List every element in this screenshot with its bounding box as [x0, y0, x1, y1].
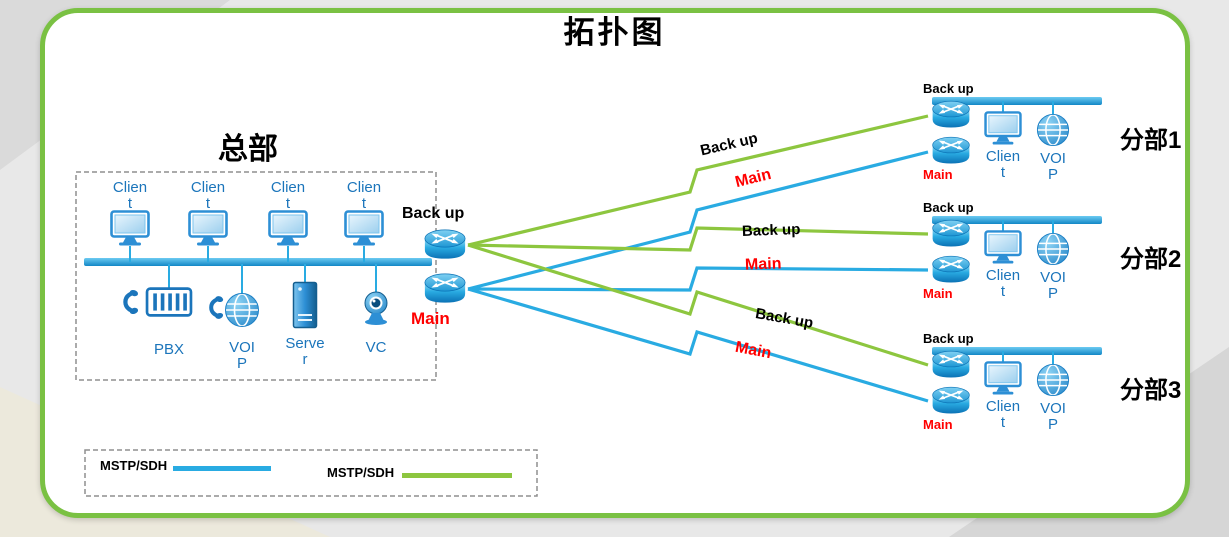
link-main-branch2 — [467, 266, 929, 292]
link2-backup-label: Back up — [741, 220, 801, 241]
hq-title: 总部 — [218, 133, 278, 166]
branch1-main-router-icon — [931, 136, 971, 165]
link-main-branch1 — [467, 150, 929, 291]
hq-client-label-2: Clien t — [190, 179, 226, 213]
hq-client-icon-4 — [344, 210, 384, 246]
link-backup-branch3 — [467, 243, 929, 367]
branch1-backup-router-icon — [931, 100, 971, 129]
branch2-backup-label: Back up — [923, 200, 974, 215]
pbx-icon — [147, 289, 191, 316]
hq-main-router-icon — [423, 272, 467, 304]
branch3-client-icon — [984, 361, 1022, 395]
branch2-client-icon — [984, 230, 1022, 264]
branch-drop-lines — [1002, 101, 1054, 365]
branch2-backup-router-icon — [931, 219, 971, 248]
hq-voip-globe-icon — [224, 292, 260, 328]
branch1-voip-label: VOI P — [1040, 150, 1066, 184]
hq-lan-bus — [84, 258, 432, 266]
branch2-main-router-icon — [931, 255, 971, 284]
branch3-main-label: Main — [923, 417, 953, 432]
legend-blue-swatch — [173, 466, 271, 471]
branch3-voip-icon — [1036, 363, 1070, 397]
branch3-name: 分部3 — [1120, 377, 1182, 404]
hq-client-icon-2 — [188, 210, 228, 246]
branch1-voip-icon — [1036, 113, 1070, 147]
branch3-main-router-icon — [931, 386, 971, 415]
hq-client-label-3: Clien t — [270, 179, 306, 213]
branch1-client-label: Clien t — [985, 148, 1021, 182]
branch2-main-label: Main — [923, 286, 953, 301]
link-backup-branch2 — [467, 226, 929, 252]
legend-box — [84, 449, 538, 497]
hq-client-icon-1 — [110, 210, 150, 246]
branch1-lan-bus — [932, 97, 1102, 105]
hq-client-label-4: Clien t — [346, 179, 382, 213]
branch3-voip-label: VOI P — [1040, 400, 1066, 434]
branch2-voip-icon — [1036, 232, 1070, 266]
legend-green-swatch — [402, 473, 512, 478]
branch3-client-label: Clien t — [985, 398, 1021, 432]
hq-client-icon-3 — [268, 210, 308, 246]
server-icon — [292, 281, 318, 329]
hq-main-label: Main — [411, 309, 450, 328]
branch1-name: 分部1 — [1120, 127, 1182, 154]
legend-mstp-blue-label: MSTP/SDH — [100, 458, 168, 473]
pbx-handset-icon — [125, 289, 138, 315]
branch1-client-icon — [984, 111, 1022, 145]
branch3-lan-bus — [932, 347, 1102, 355]
hq-client-label-1: Clien t — [112, 179, 148, 213]
branch3-backup-router-icon — [931, 350, 971, 379]
branch1-backup-label: Back up — [923, 81, 974, 96]
link-main-branch3 — [467, 287, 929, 403]
diagram-title: 拓扑图 — [563, 15, 666, 50]
branch2-client-label: Clien t — [985, 267, 1021, 301]
server-label: Serve r — [285, 335, 325, 369]
legend-mstp-green-label: MSTP/SDH — [327, 465, 395, 480]
hq-backup-router-icon — [423, 228, 467, 260]
branch2-name: 分部2 — [1120, 246, 1182, 273]
link-backup-branch1 — [467, 114, 929, 247]
branch2-lan-bus — [932, 216, 1102, 224]
vc-camera-icon — [364, 291, 388, 326]
branch2-voip-label: VOI P — [1040, 269, 1066, 303]
hq-backup-label: Back up — [402, 205, 465, 222]
hq-voip-handset-icon — [211, 295, 224, 320]
branch1-main-label: Main — [923, 167, 953, 182]
vc-label: VC — [365, 339, 387, 356]
pbx-label: PBX — [153, 341, 184, 358]
hq-voip-label: VOI P — [229, 339, 255, 373]
hq-drop-lines — [129, 246, 377, 294]
branch3-backup-label: Back up — [923, 331, 974, 346]
link2-main-label: Main — [744, 255, 782, 274]
